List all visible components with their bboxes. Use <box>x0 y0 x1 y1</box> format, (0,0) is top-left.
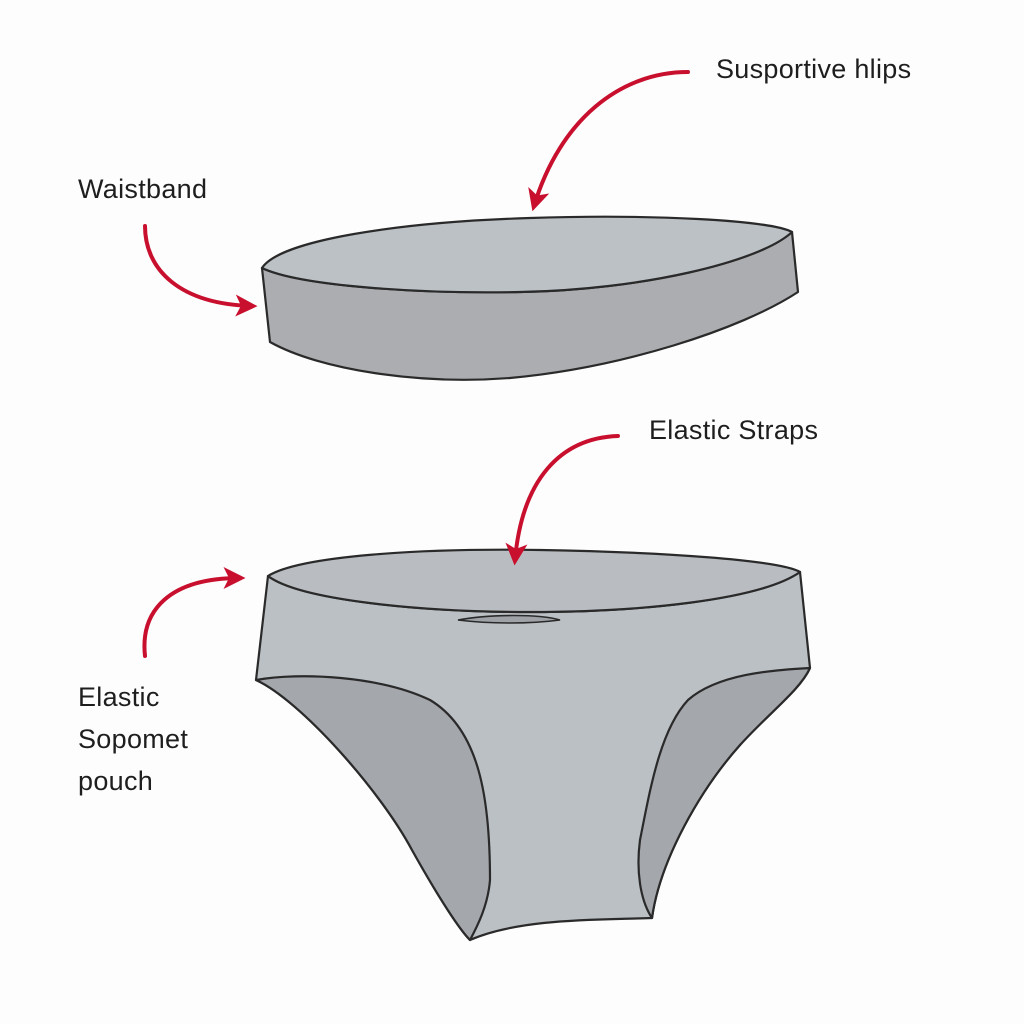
waistband-illustration <box>260 215 800 381</box>
waistband-top <box>260 215 794 294</box>
brief-waist-opening <box>266 548 802 614</box>
pouch-label-line-1: Elastic <box>78 682 160 712</box>
brief-illustration <box>254 548 812 942</box>
brief-inner-rim <box>457 614 561 624</box>
pouch-label: Elastic Sopomet pouch <box>78 676 188 802</box>
pouch-label-line-3: pouch <box>78 766 154 796</box>
brief-left-leg-shadow <box>254 675 492 942</box>
elastic-straps-label: Elastic Straps <box>649 415 819 445</box>
waistband-label: Waistband <box>78 174 208 204</box>
pouch-label-line-2: Sopomet <box>78 724 189 754</box>
pouch-arrow <box>142 567 246 658</box>
supportive-hips-label: Susportive hlips <box>716 54 912 84</box>
supportive-arrow <box>528 70 690 212</box>
straps-arrow <box>505 434 620 566</box>
callout-arrows <box>142 70 690 658</box>
waistband-arrow <box>143 224 258 317</box>
brief-right-leg-shadow <box>637 666 812 920</box>
